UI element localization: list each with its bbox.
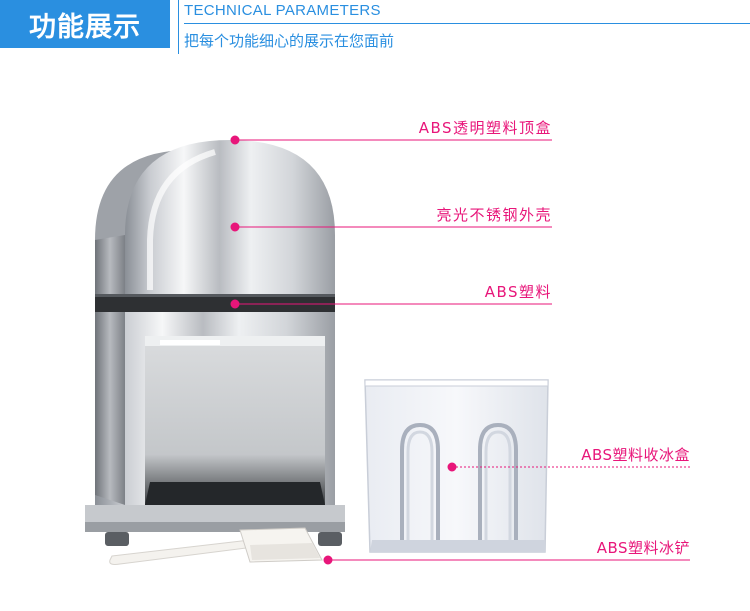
header-divider [178,0,179,54]
callout-label-band: ABS塑料 [484,283,552,301]
callout-dot-ice-box [447,462,457,472]
callout-dot-shell [230,222,240,232]
header-underline [184,23,750,24]
callout-label-top-box: ABS透明塑料顶盒 [418,119,552,137]
callout-dot-scoop [323,555,333,565]
section-title: 功能展示 [0,0,170,48]
callout-label-scoop: ABS塑料冰铲 [596,539,690,557]
callout-dot-top-box [230,135,240,145]
section-subtitle-cn: 把每个功能细心的展示在您面前 [184,32,395,50]
callout-label-shell: 亮光不锈钢外壳 [436,206,552,224]
section-subtitle-en: TECHNICAL PARAMETERS [184,2,381,19]
callout-dot-band [230,299,240,309]
callout-label-ice-box: ABS塑料收冰盒 [581,446,690,464]
